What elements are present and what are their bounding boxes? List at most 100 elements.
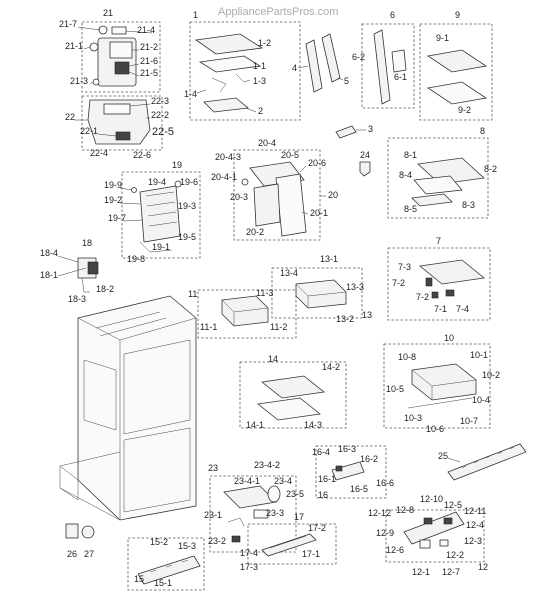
callout-3: 3 — [368, 124, 373, 134]
callout-10-2: 10-2 — [482, 370, 500, 380]
part-1-1 — [198, 55, 262, 73]
callout-21-4: 21-4 — [137, 25, 155, 35]
drawer-edges-13 — [295, 283, 347, 308]
part-5 — [321, 33, 341, 83]
callout-25: 25 — [438, 451, 448, 461]
assembly-9 — [419, 23, 493, 121]
group-box-10 — [383, 343, 491, 429]
callout-18-3: 18-3 — [68, 294, 86, 304]
callout-1-3: 1-3 — [253, 76, 266, 86]
callout-10-8: 10-8 — [398, 352, 416, 362]
callout-10: 10 — [444, 333, 454, 343]
callout-20-6: 20-6 — [308, 158, 326, 168]
callout-23: 23 — [208, 463, 218, 473]
callout-11: 11 — [188, 289, 197, 299]
callout-20-4: 20-4 — [258, 138, 276, 148]
assembly-1 — [189, 21, 301, 121]
assembly-16 — [315, 445, 387, 499]
callout-1: 1 — [193, 10, 198, 20]
part-10-rail — [407, 397, 473, 409]
part-9-1 — [426, 49, 488, 73]
group-box-16 — [315, 445, 387, 499]
callout-19-1: 19-1 — [152, 242, 170, 252]
callout-12-1: 12-1 — [412, 567, 430, 577]
part-10-drawer — [411, 363, 477, 401]
part-12-2 — [439, 539, 449, 547]
part-15-detail — [149, 559, 189, 573]
callout-21-6: 21-6 — [140, 56, 158, 66]
drawer-edges-11 — [221, 299, 269, 326]
callout-23-4-1: 23-4-1 — [234, 476, 260, 486]
part-21-3 — [92, 78, 100, 86]
callout-6-2: 6-2 — [352, 52, 365, 62]
leaders-20 — [299, 165, 326, 215]
part-17-1 — [261, 533, 317, 557]
callout-12: 12 — [478, 562, 488, 572]
group-box-9 — [419, 23, 493, 121]
part-12-5 — [443, 517, 453, 525]
callout-18-4: 18-4 — [40, 248, 58, 258]
callout-21-5: 21-5 — [140, 68, 158, 78]
callout-13-3: 13-3 — [346, 282, 364, 292]
callout-19-3: 19-3 — [178, 201, 196, 211]
callout-20-2: 20-2 — [246, 227, 264, 237]
callout-20: 20 — [328, 190, 338, 200]
callout-6-1: 6-1 — [394, 72, 407, 82]
callout-1-4: 1-4 — [184, 89, 197, 99]
callout-19-6: 19-6 — [180, 177, 198, 187]
callout-23-4: 23-4 — [274, 476, 292, 486]
callout-8-1: 8-1 — [404, 150, 417, 160]
callout-17-4: 17-4 — [240, 548, 258, 558]
callout-2: 2 — [258, 106, 263, 116]
part-20-3 — [253, 183, 281, 227]
callout-7: 7 — [436, 236, 441, 246]
callout-23-4-2: 23-4-2 — [254, 460, 280, 470]
part-22-1 — [115, 131, 131, 141]
callout-10-6: 10-6 — [426, 424, 444, 434]
part-25 — [447, 443, 527, 481]
cabinet-top-detail — [95, 311, 167, 337]
callout-20-4-3: 20-4-3 — [215, 152, 241, 162]
callout-18-1: 18-1 — [40, 270, 58, 280]
cabinet-body — [77, 295, 197, 521]
callout-19-4: 19-4 — [148, 177, 166, 187]
callout-15: 15 — [134, 574, 144, 584]
callout-5: 5 — [344, 76, 349, 86]
callout-23-5: 23-5 — [286, 489, 304, 499]
part-6-2 — [373, 29, 391, 105]
callout-27: 27 — [84, 549, 94, 559]
callout-11-1: 11-1 — [200, 322, 217, 332]
part-1-4 — [211, 77, 227, 93]
callout-22-1: 22-1 — [80, 126, 98, 136]
cabinet-edges — [77, 317, 197, 520]
part-6-1 — [391, 49, 407, 73]
part-14-2 — [261, 375, 325, 399]
assembly-22 — [81, 95, 163, 151]
part-7-2 — [431, 291, 439, 299]
part-16-body — [331, 461, 365, 481]
part-13-drawer — [295, 279, 347, 309]
callout-20-3: 20-3 — [230, 192, 248, 202]
callout-21-7: 21-7 — [59, 19, 77, 29]
assembly-20 — [233, 149, 321, 241]
callout-10-7: 10-7 — [460, 416, 478, 426]
callout-16-6: 16-6 — [376, 478, 394, 488]
callout-7-1: 7-1 — [434, 304, 447, 314]
group-box-12 — [385, 509, 485, 563]
part-8-4 — [413, 175, 463, 195]
callout-8-2: 8-2 — [484, 164, 497, 174]
part-21-1 — [89, 42, 99, 52]
group-box-7 — [387, 247, 491, 321]
callout-1-1: 1-1 — [253, 61, 266, 71]
assembly-19 — [121, 171, 201, 259]
cabinet-side-panel — [83, 359, 117, 431]
part-21-2 — [109, 41, 133, 59]
part-2-frame — [203, 97, 249, 113]
callout-9: 9 — [455, 10, 460, 20]
group-box-14 — [239, 361, 347, 429]
callout-22-6: 22-6 — [133, 150, 151, 160]
leader-25 — [447, 457, 461, 463]
callout-8-5: 8-5 — [404, 204, 417, 214]
part-19-8 — [139, 241, 173, 253]
